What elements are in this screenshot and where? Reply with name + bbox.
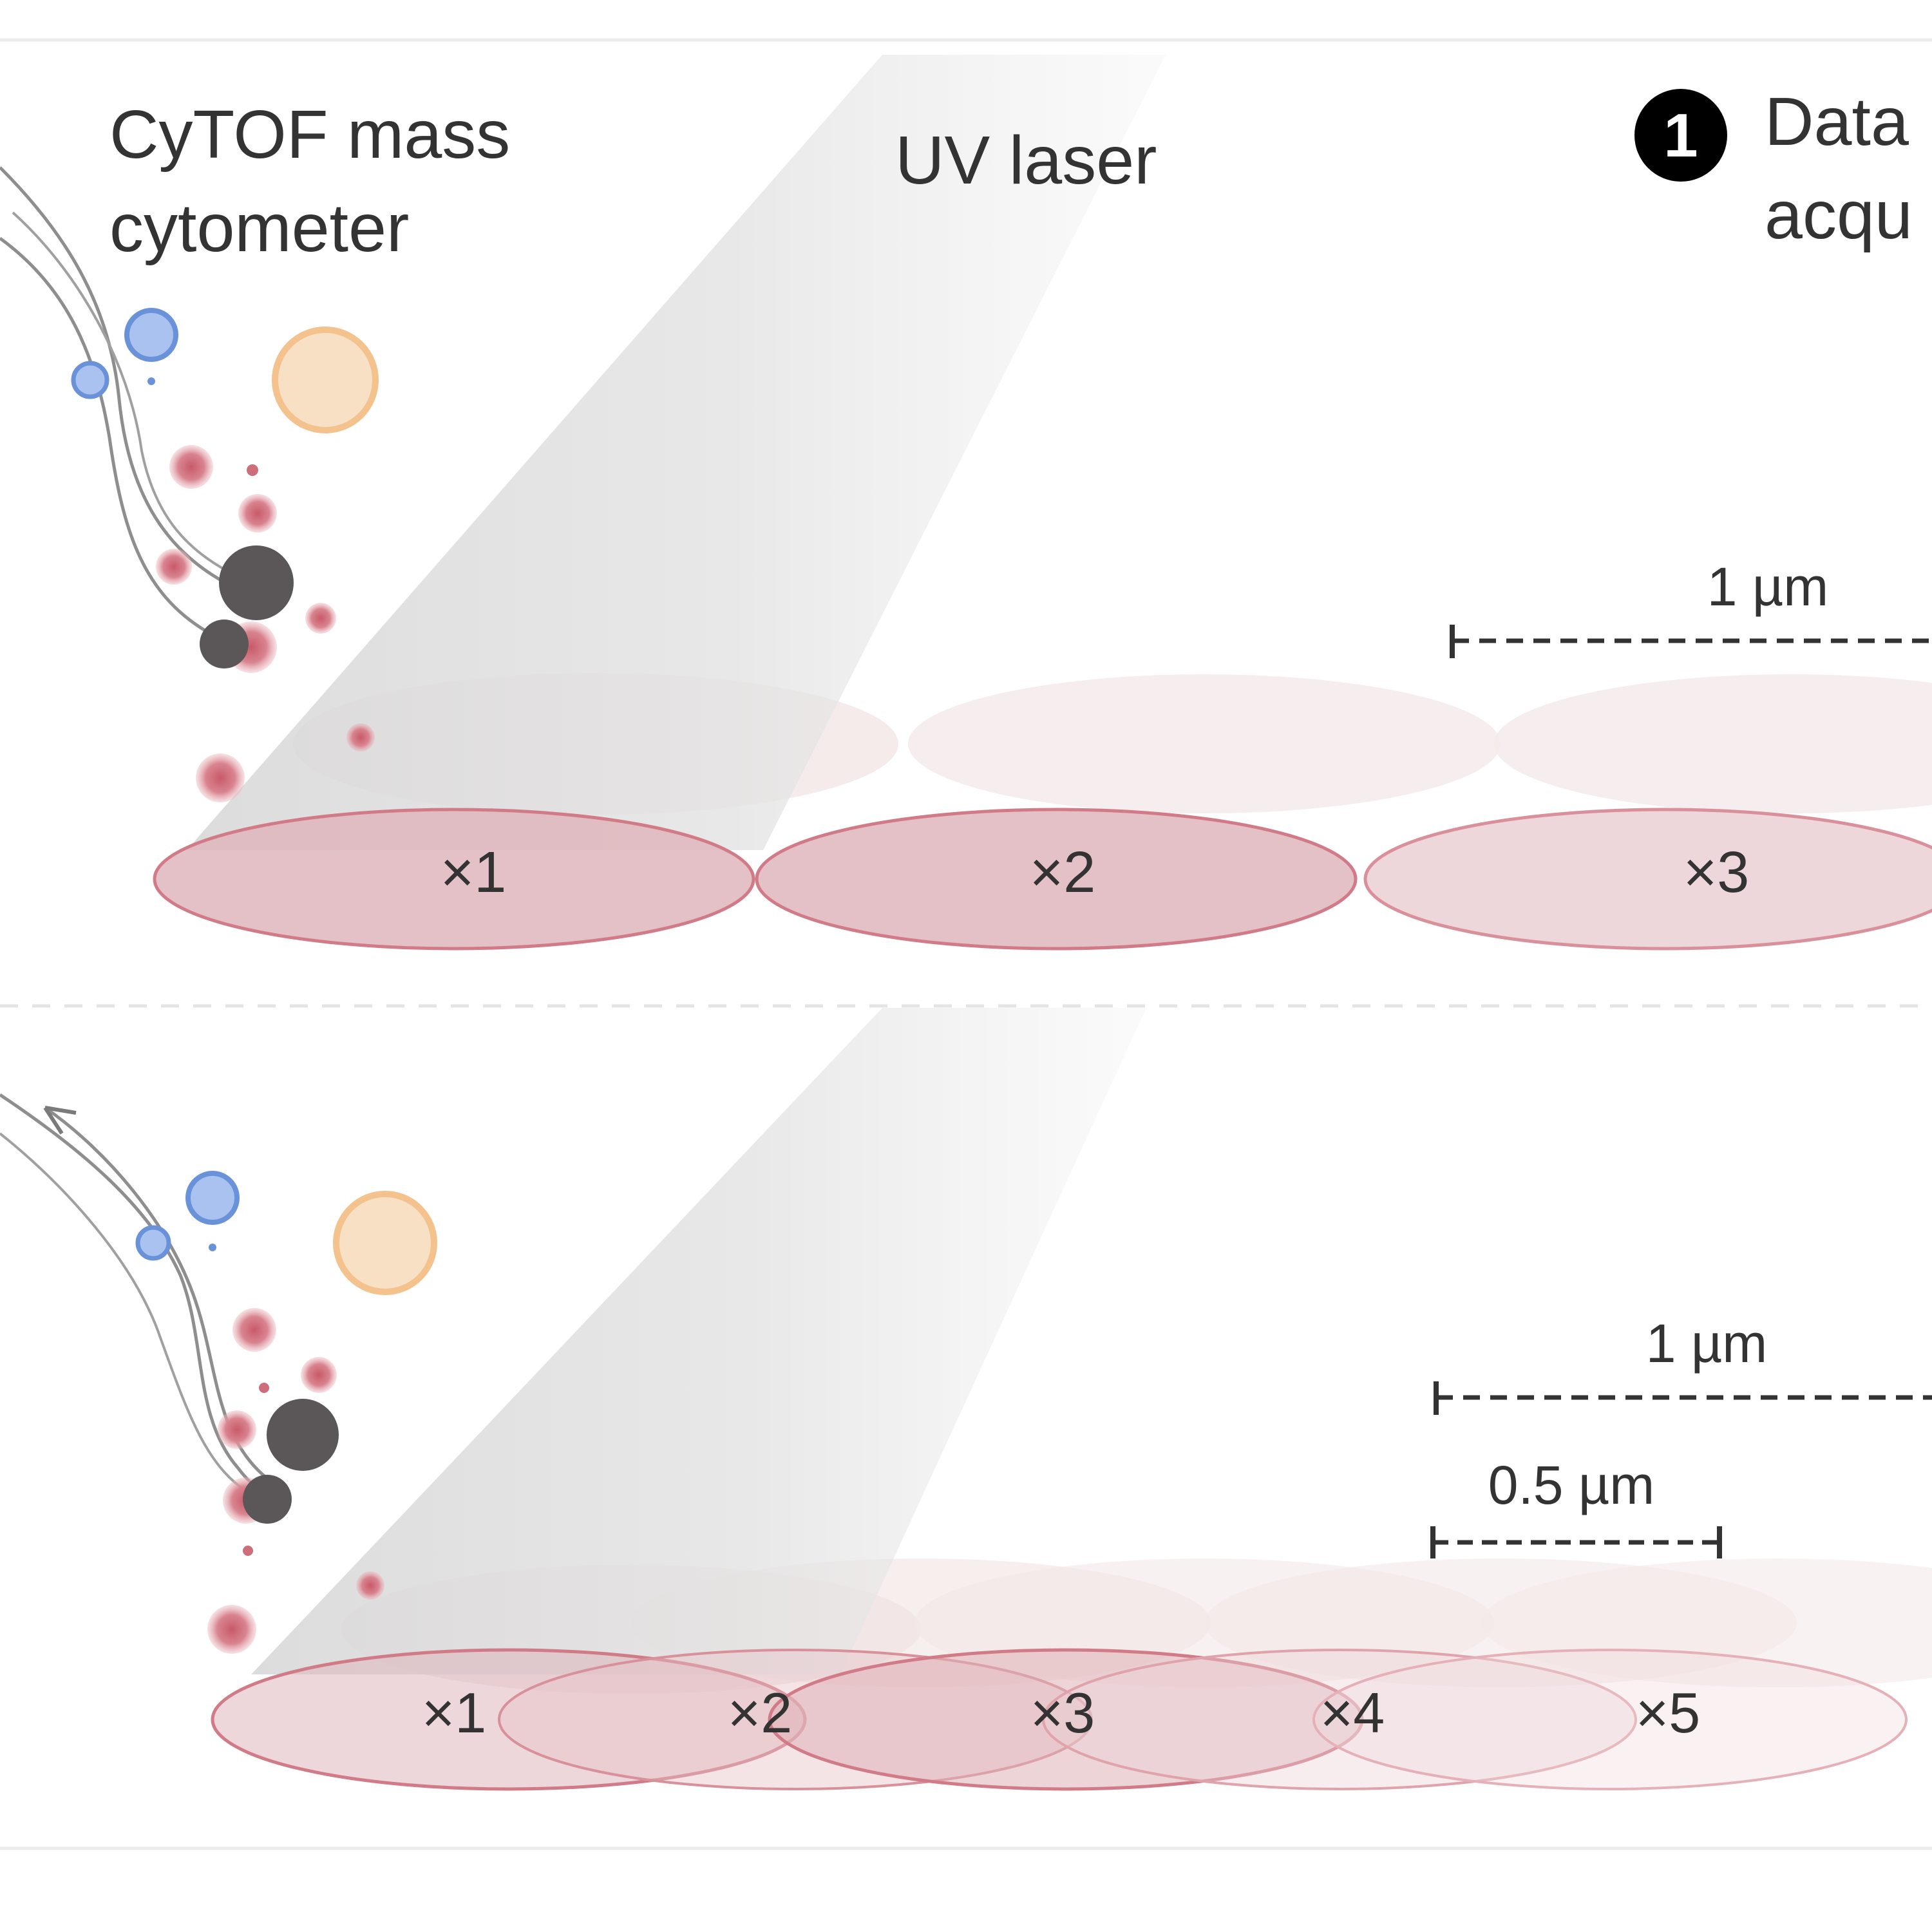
instrument-label-line1: CyTOF mass (109, 97, 510, 173)
spot-label: ×5 (1636, 1681, 1700, 1745)
ghost-spot (1481, 1558, 1932, 1687)
ion-dark (219, 545, 294, 620)
step-badge: 1 (1634, 89, 1727, 182)
ion-blue (71, 361, 109, 399)
spot-label: ×2 (1030, 840, 1096, 905)
ion-red (169, 445, 213, 489)
spot-label: ×2 (728, 1681, 792, 1745)
ion-red (218, 1410, 256, 1449)
spot-label: ×4 (1320, 1681, 1385, 1745)
ion-blue (135, 1225, 171, 1261)
ion-red (305, 603, 336, 634)
arrow-head-icon (43, 1106, 77, 1135)
scale-bar-half-um: 0.5 µm (1430, 1455, 1722, 1558)
laser-label: UV laser (895, 122, 1157, 198)
ablation-spot (1312, 1649, 1908, 1790)
ablation-spot (768, 1648, 1364, 1791)
ion-red (232, 1308, 276, 1352)
ion-plume (0, 166, 379, 802)
instrument-label-line2: cytometer (109, 190, 409, 266)
ion-red (156, 549, 192, 585)
scale-label: 0.5 µm (1488, 1455, 1654, 1515)
ghost-spot (1494, 674, 1932, 813)
ion-red (301, 1357, 337, 1393)
scale-label: 1 µm (1646, 1313, 1767, 1374)
top-panel: ×1 ×2 ×3 1 µm (0, 55, 1932, 951)
ion-red (207, 1605, 256, 1654)
scale-label: 1 µm (1707, 556, 1828, 617)
step-label-line1: Data (1765, 84, 1909, 160)
spot-label: ×3 (1030, 1681, 1095, 1745)
ion-blue (124, 308, 178, 362)
ion-orange (333, 1191, 437, 1295)
ion-red (238, 494, 277, 533)
bottom-panel: ×1 ×2 ×3 ×4 ×5 1 µm 0.5 µm (0, 1008, 1932, 1791)
ion-dark (243, 1475, 292, 1524)
step-number-badge (1634, 89, 1727, 182)
ion-dark (267, 1399, 339, 1471)
ion-plume (0, 1093, 437, 1654)
ion-dark (200, 620, 249, 668)
spot-label: ×3 (1683, 840, 1750, 905)
ablation-spot (1363, 808, 1932, 951)
scale-bar-1um: 1 µm (1450, 556, 1932, 658)
step-label-line2: acqu (1765, 177, 1913, 253)
ghost-spot (908, 674, 1501, 813)
spot-label: ×1 (440, 840, 507, 905)
uv-laser-beam (251, 1008, 1146, 1674)
uv-laser-beam (187, 55, 1166, 850)
ion-red (356, 1571, 384, 1600)
ablation-spot (1042, 1649, 1637, 1790)
spot-label: ×1 (422, 1681, 486, 1745)
ion-red (346, 723, 375, 752)
scale-bar-1um: 1 µm (1434, 1313, 1932, 1415)
ion-orange (272, 327, 379, 433)
ion-blue (185, 1171, 240, 1225)
ablation-spot (153, 808, 755, 951)
ion-red (196, 753, 245, 802)
ablation-spot (755, 808, 1358, 951)
step-number: 1 (1663, 101, 1698, 170)
